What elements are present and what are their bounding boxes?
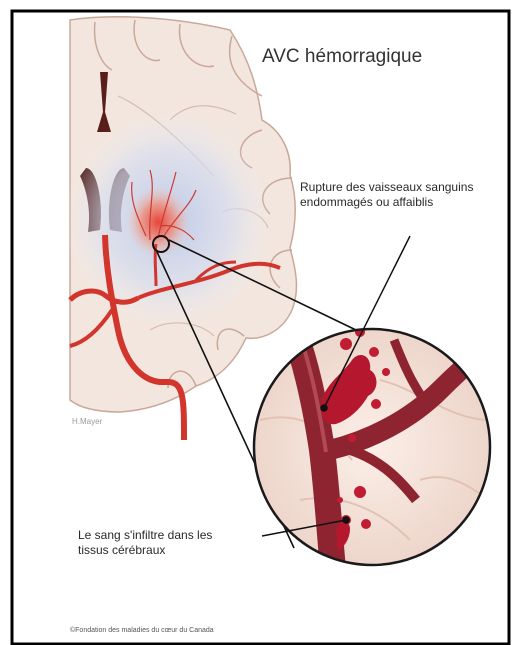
rupture-label-line-2: endommagés ou affaiblis	[300, 195, 500, 210]
rupture-label-line-1: Rupture des vaisseaux sanguins	[300, 180, 500, 195]
blood-label-line-2: tissus cérébraux	[78, 543, 248, 558]
artist-credit: H.Mayer	[72, 417, 102, 426]
brain-section	[63, 17, 296, 440]
copyright-notice: ©Fondation des maladies du cœur du Canad…	[70, 627, 214, 634]
diagram-title: AVC hémorragique	[262, 46, 422, 68]
blood-infiltration-label: Le sang s'infiltre dans les tissus céréb…	[78, 528, 248, 558]
rupture-label: Rupture des vaisseaux sanguins endommagé…	[300, 180, 500, 210]
blood-label-line-1: Le sang s'infiltre dans les	[78, 528, 248, 543]
